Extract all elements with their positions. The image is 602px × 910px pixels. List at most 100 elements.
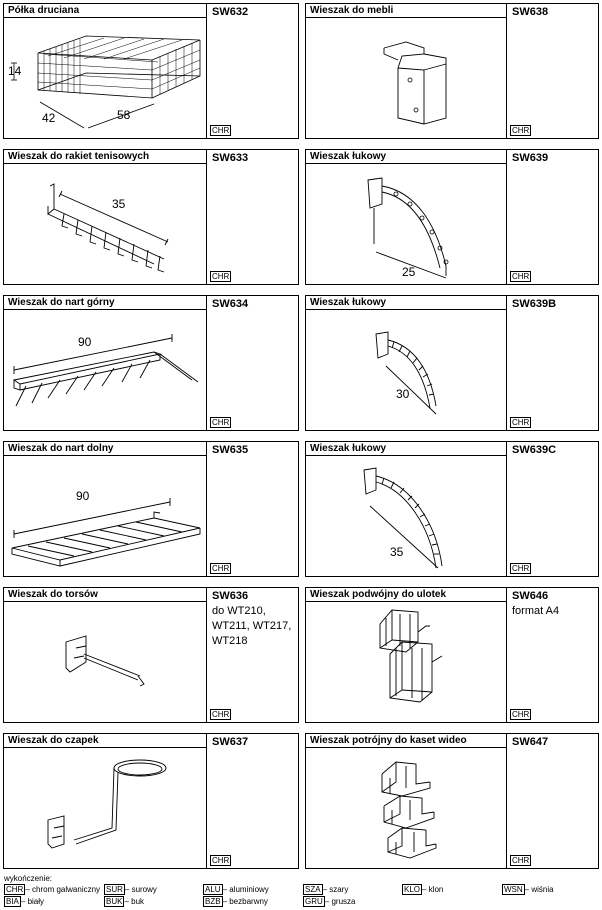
product-code: SW634 bbox=[212, 298, 249, 310]
legend-label: – surowy bbox=[124, 885, 157, 894]
product-illustration bbox=[4, 748, 207, 868]
finish-badge: CHR bbox=[210, 855, 232, 866]
dimension-label: 58 bbox=[117, 108, 131, 122]
legend-item: KLO– klon bbox=[402, 884, 444, 895]
product-card: Wieszak łukowy 25 SW639 CHR bbox=[305, 149, 599, 285]
dimension-label: 42 bbox=[42, 111, 56, 125]
product-name: Wieszak łukowy bbox=[306, 296, 507, 310]
legend-item: BIA– biały bbox=[4, 896, 44, 907]
product-illustration: 35 bbox=[306, 456, 507, 576]
product-name: Wieszak do nart dolny bbox=[4, 442, 207, 456]
product-note-line: WT211, WT217, bbox=[212, 620, 292, 632]
arched-hanger-c-drawing: 35 bbox=[363, 467, 443, 569]
product-card: Wieszak łukowy 35 SW639C CHR bbox=[305, 441, 599, 577]
product-card: Wieszak do nart dolny 90 SW635 CHR bbox=[3, 441, 299, 577]
arched-hanger-drawing: 25 bbox=[367, 177, 449, 279]
product-card: Wieszak łukowy 30 SW639B CHR bbox=[305, 295, 599, 431]
dimension-label: 14 bbox=[8, 64, 22, 78]
product-code: SW639 bbox=[512, 152, 549, 164]
product-note-line: do WT210, bbox=[212, 605, 266, 617]
product-illustration: 14 42 58 bbox=[4, 18, 207, 138]
legend-label: – klon bbox=[422, 885, 444, 894]
product-card: Wieszak do rakiet tenisowych 35 SW633 CH… bbox=[3, 149, 299, 285]
arched-hanger-b-drawing: 30 bbox=[375, 331, 437, 415]
legend-code: ALU bbox=[203, 884, 223, 895]
legend-code: BUK bbox=[104, 896, 125, 907]
legend-item: BUK– buk bbox=[104, 896, 144, 907]
video-cassette-holder-drawing bbox=[381, 761, 437, 859]
product-card: Wieszak do mebli SW638 CHR bbox=[305, 3, 599, 139]
product-illustration bbox=[306, 602, 507, 722]
legend-label: – bezbarwny bbox=[222, 897, 268, 906]
product-illustration: 35 bbox=[4, 164, 207, 284]
product-name: Wieszak do torsów bbox=[4, 588, 207, 602]
cap-hanger-drawing bbox=[47, 759, 167, 849]
leaflet-holder-drawing bbox=[379, 609, 443, 703]
product-code: SW639C bbox=[512, 444, 557, 456]
product-illustration: 25 bbox=[306, 164, 507, 284]
legend-item: SZA– szary bbox=[303, 884, 349, 895]
legend-label: – grusza bbox=[324, 897, 356, 906]
dimension-label: 35 bbox=[390, 545, 404, 559]
finish-badge: CHR bbox=[510, 563, 532, 574]
legend-item: BZB– bezbarwny bbox=[203, 896, 268, 907]
legend-code: SZA bbox=[303, 884, 323, 895]
finish-badge: CHR bbox=[210, 417, 232, 428]
product-illustration bbox=[4, 602, 207, 722]
product-illustration: 30 bbox=[306, 310, 507, 430]
dimension-label: 35 bbox=[112, 197, 126, 211]
product-code: SW635 bbox=[212, 444, 249, 456]
legend-item: GRU– grusza bbox=[303, 896, 356, 907]
finish-badge: CHR bbox=[210, 563, 232, 574]
product-name: Wieszak do rakiet tenisowych bbox=[4, 150, 207, 164]
wire-basket-drawing: 14 42 58 bbox=[8, 35, 201, 129]
legend-code: WSN bbox=[502, 884, 525, 895]
product-illustration bbox=[306, 18, 507, 138]
legend-item: SUR– surowy bbox=[104, 884, 157, 895]
finish-badge: CHR bbox=[510, 125, 532, 136]
ski-hanger-top-drawing: 90 bbox=[12, 334, 199, 407]
product-card: Wieszak podwójny do ulotek SW646 format … bbox=[305, 587, 599, 723]
product-code: SW632 bbox=[212, 6, 249, 18]
product-code: SW639B bbox=[512, 298, 557, 310]
product-code: SW638 bbox=[512, 6, 549, 18]
racket-hanger-drawing: 35 bbox=[47, 183, 169, 273]
legend-item: CHR– chrom galwaniczny bbox=[4, 884, 101, 895]
legend-code: SUR bbox=[104, 884, 125, 895]
product-illustration: 90 bbox=[4, 456, 207, 576]
dimension-label: 90 bbox=[76, 489, 90, 503]
product-name: Wieszak potrójny do kaset wideo bbox=[306, 734, 507, 748]
product-illustration: 90 bbox=[4, 310, 207, 430]
finish-badge: CHR bbox=[210, 271, 232, 282]
product-name: Wieszak do nart górny bbox=[4, 296, 207, 310]
product-name: Półka druciana bbox=[4, 4, 207, 18]
product-note-line: WT218 bbox=[212, 635, 248, 647]
ski-hanger-bottom-drawing: 90 bbox=[11, 489, 201, 567]
product-name: Wieszak łukowy bbox=[306, 442, 507, 456]
product-code: SW646 bbox=[512, 590, 549, 602]
finish-badge: CHR bbox=[510, 417, 532, 428]
product-card: Wieszak do czapek SW637 CHR bbox=[3, 733, 299, 869]
finish-badge: CHR bbox=[210, 125, 232, 136]
product-card: Półka druciana 14 42 5 bbox=[3, 3, 299, 139]
legend-code: CHR bbox=[4, 884, 26, 895]
dimension-label: 30 bbox=[396, 387, 410, 401]
legend-label: – chrom galwaniczny bbox=[25, 885, 101, 894]
product-name: Wieszak łukowy bbox=[306, 150, 507, 164]
legend-code: BZB bbox=[203, 896, 223, 907]
product-card: Wieszak potrójny do kaset wideo SW647 CH… bbox=[305, 733, 599, 869]
torso-hanger-drawing bbox=[65, 635, 145, 687]
dimension-label: 90 bbox=[78, 335, 92, 349]
product-card: Wieszak do torsów SW636 do WT210, WT211,… bbox=[3, 587, 299, 723]
product-name: Wieszak do mebli bbox=[306, 4, 507, 18]
legend-label: – aluminiowy bbox=[222, 885, 269, 894]
legend-label: – szary bbox=[322, 885, 349, 894]
product-illustration bbox=[306, 748, 507, 868]
legend-code: BIA bbox=[4, 896, 21, 907]
legend-item: WSN– wiśnia bbox=[502, 884, 554, 895]
product-code: SW637 bbox=[212, 736, 249, 748]
legend-title: wykończenie: bbox=[4, 874, 53, 883]
finish-badge: CHR bbox=[510, 855, 532, 866]
legend-code: GRU bbox=[303, 896, 325, 907]
product-name: Wieszak podwójny do ulotek bbox=[306, 588, 507, 602]
